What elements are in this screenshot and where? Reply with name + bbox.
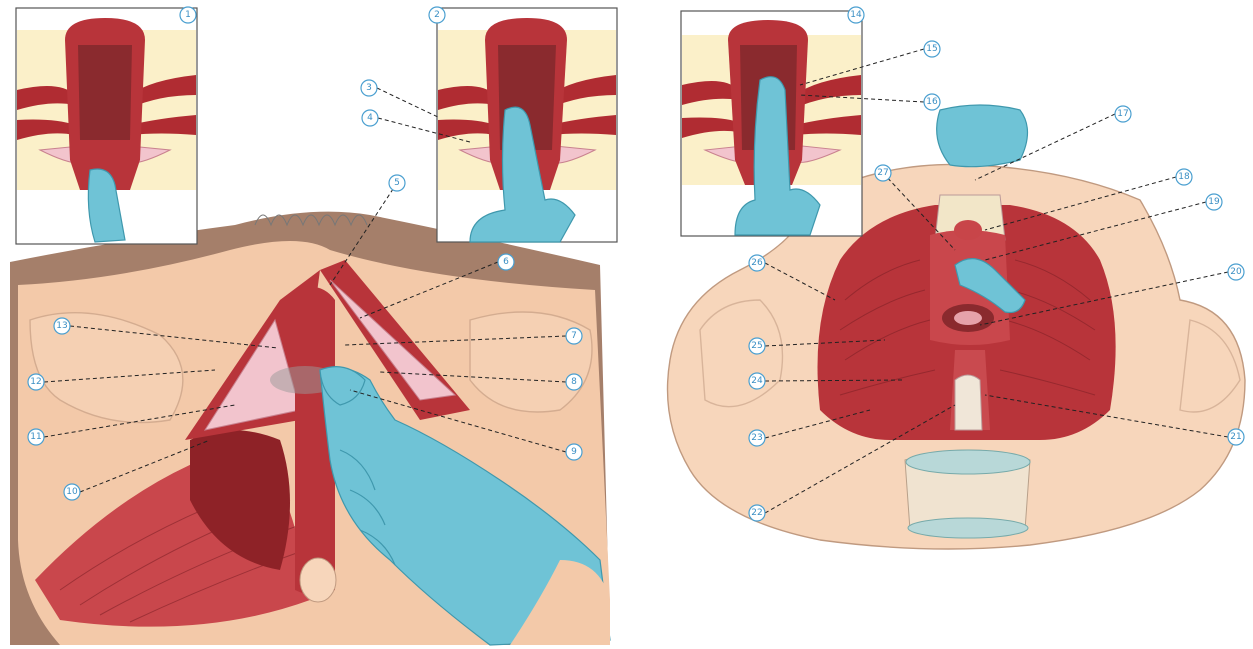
svg-text:27: 27 — [877, 168, 888, 178]
callout-27: 27 — [875, 165, 891, 181]
callout-22: 22 — [749, 505, 765, 521]
svg-text:18: 18 — [1178, 172, 1190, 182]
svg-text:9: 9 — [571, 447, 577, 457]
svg-text:16: 16 — [926, 97, 938, 107]
svg-text:2: 2 — [434, 10, 440, 20]
svg-text:22: 22 — [751, 508, 762, 518]
svg-text:3: 3 — [366, 83, 372, 93]
callout-19: 19 — [1206, 194, 1222, 210]
svg-text:8: 8 — [571, 377, 577, 387]
leader-3 — [377, 88, 440, 118]
callout-17: 17 — [1115, 106, 1131, 122]
callout-16: 16 — [924, 94, 940, 110]
callout-25: 25 — [749, 338, 765, 354]
left-perineum-illustration — [10, 212, 610, 645]
callout-2: 2 — [429, 7, 445, 23]
callout-12: 12 — [28, 374, 44, 390]
callout-1: 1 — [180, 7, 196, 23]
svg-text:5: 5 — [394, 178, 400, 188]
callout-7: 7 — [566, 328, 582, 344]
svg-text:10: 10 — [66, 487, 78, 497]
svg-text:25: 25 — [751, 341, 762, 351]
callout-10: 10 — [64, 484, 80, 500]
callout-23: 23 — [749, 430, 765, 446]
svg-text:26: 26 — [751, 258, 763, 268]
callout-20: 20 — [1228, 264, 1244, 280]
callout-11: 11 — [28, 429, 44, 445]
svg-text:17: 17 — [1117, 109, 1128, 119]
svg-text:21: 21 — [1230, 432, 1241, 442]
inset-1 — [16, 8, 197, 244]
callout-4: 4 — [362, 110, 378, 126]
callout-9: 9 — [566, 444, 582, 460]
callout-18: 18 — [1176, 169, 1192, 185]
svg-text:23: 23 — [751, 433, 762, 443]
svg-text:20: 20 — [1230, 267, 1242, 277]
svg-text:15: 15 — [926, 44, 937, 54]
inset-14 — [681, 11, 862, 236]
svg-text:13: 13 — [56, 321, 67, 331]
callout-3: 3 — [361, 80, 377, 96]
callout-14: 14 — [848, 7, 864, 23]
callout-5: 5 — [389, 175, 405, 191]
svg-text:11: 11 — [30, 432, 41, 442]
callout-21: 21 — [1228, 429, 1244, 445]
svg-text:14: 14 — [850, 10, 862, 20]
inset-2 — [437, 8, 617, 242]
callout-6: 6 — [498, 254, 514, 270]
svg-text:6: 6 — [503, 257, 509, 267]
callout-26: 26 — [749, 255, 765, 271]
callout-13: 13 — [54, 318, 70, 334]
svg-text:7: 7 — [571, 331, 577, 341]
svg-text:12: 12 — [30, 377, 41, 387]
svg-text:4: 4 — [367, 113, 373, 123]
svg-text:24: 24 — [751, 376, 763, 386]
callout-24: 24 — [749, 373, 765, 389]
svg-text:19: 19 — [1208, 197, 1220, 207]
callout-15: 15 — [924, 41, 940, 57]
svg-text:1: 1 — [185, 10, 191, 20]
callout-8: 8 — [566, 374, 582, 390]
